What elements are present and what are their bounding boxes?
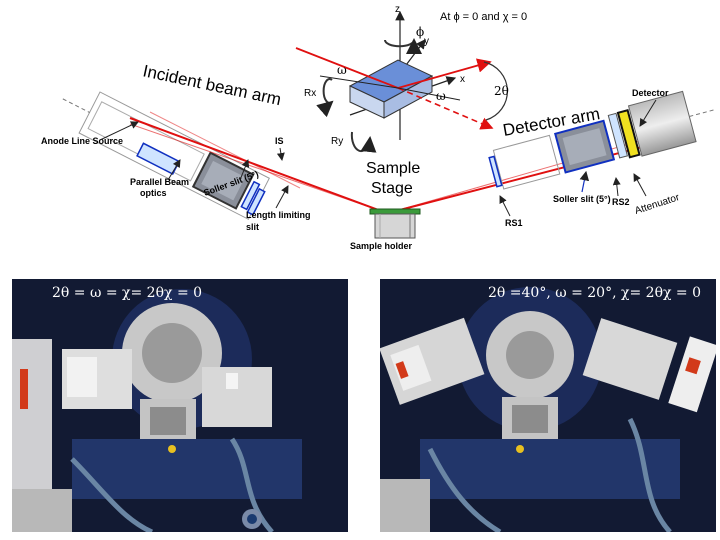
axis-z-label: z (395, 4, 400, 15)
incident-arm (62, 91, 270, 220)
incident-beam (129, 111, 385, 213)
length-limiting-slit-label-2: slit (246, 222, 259, 232)
parallel-beam-label-2: optics (140, 188, 167, 198)
attenuator (616, 109, 641, 159)
sample-stage-label: Sample (366, 160, 420, 177)
incident-slit-is (240, 180, 261, 211)
detector (627, 90, 697, 157)
omega-label-1: ω (337, 63, 347, 77)
omega-label-2: ω (436, 89, 446, 103)
axis-y-label: y (424, 36, 429, 47)
ry-label: Ry (331, 136, 343, 147)
parallel-beam-optics (136, 142, 181, 175)
photo-2theta-40-position: 2θ =40°, ω = 20°, χ= 2θχ = 0 (380, 279, 716, 532)
incident-arm-label: Incident beam arm (141, 61, 283, 109)
axes-condition-label: At ϕ = 0 and χ = 0 (440, 11, 527, 23)
axis-x-label: x (460, 74, 465, 85)
photo-right-caption: 2θ =40°, ω = 20°, χ= 2θχ = 0 (488, 285, 702, 301)
attenuator-label: Attenuator (634, 192, 682, 217)
rs1-label: RS1 (505, 218, 523, 228)
two-theta-label: 2θ (494, 84, 509, 98)
incident-slit-label: IS (275, 136, 284, 146)
diffractometer-diagram: Incident beam arm Detector arm Anode Lin… (41, 4, 717, 251)
length-limiting-slit (246, 187, 266, 216)
sample-stage-label-2: Stage (371, 180, 413, 197)
sample-holder (369, 208, 421, 239)
rs2-label: RS2 (612, 197, 630, 207)
photo-right-illustration (380, 279, 716, 532)
photo-zero-position: 2θ = ω = χ= 2θχ = 0 (12, 279, 348, 532)
length-limiting-slit-label: Length limiting (246, 210, 311, 220)
anode-line-source-label: Anode Line Source (41, 136, 123, 146)
receiving-slit-rs2 (607, 112, 629, 159)
soller-slit-right-label: Soller slit (5°) (553, 194, 611, 204)
receiving-slit-rs1 (488, 155, 503, 188)
axes-schematic (295, 10, 508, 153)
photo-left-caption: 2θ = ω = χ= 2θχ = 0 (52, 285, 203, 301)
sample-holder-label: Sample holder (350, 241, 413, 251)
detector-arm (488, 90, 717, 190)
detector-label: Detector (632, 88, 669, 98)
parallel-beam-label: Parallel Beam (130, 177, 189, 187)
rx-label: Rx (304, 88, 316, 99)
photo-left-illustration (12, 279, 348, 532)
axis-phi-label: ϕ (416, 25, 424, 39)
